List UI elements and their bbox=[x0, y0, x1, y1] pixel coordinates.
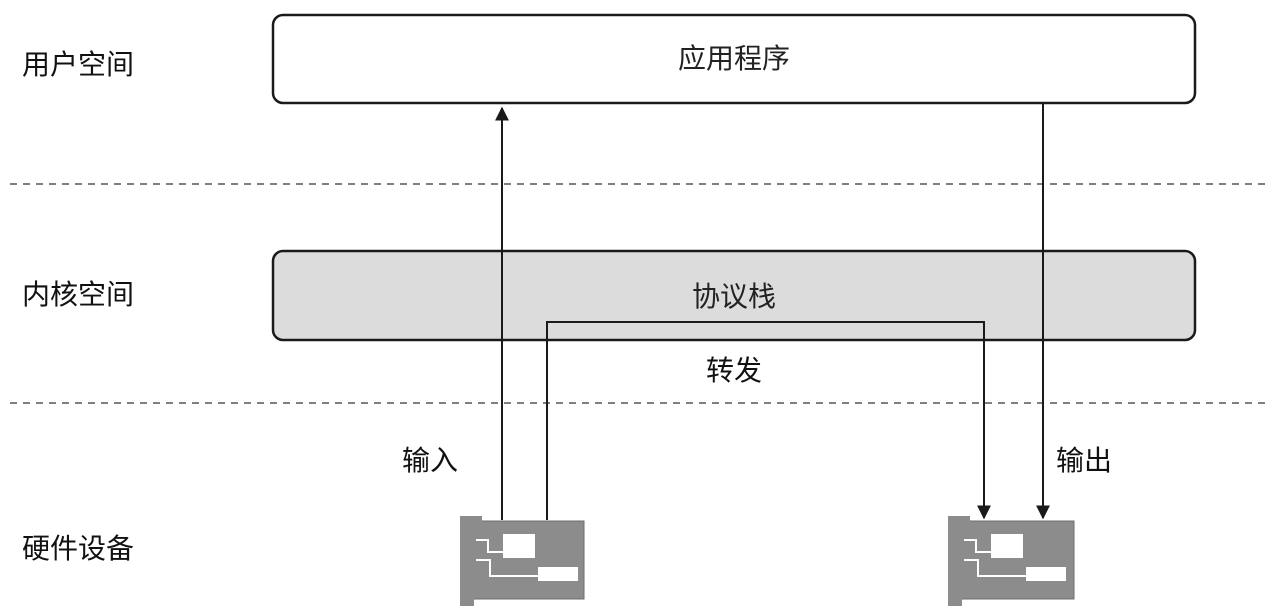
network-card-left-icon bbox=[460, 516, 585, 606]
layer-label-hardware: 硬件设备 bbox=[22, 532, 134, 565]
application-label: 应用程序 bbox=[678, 42, 790, 75]
application-box bbox=[271, 13, 1197, 105]
network-card-right-icon bbox=[948, 516, 1075, 606]
forward-path-arrow bbox=[546, 321, 991, 520]
input-label: 输入 bbox=[402, 444, 458, 477]
layer-label-kernel-space: 内核空间 bbox=[22, 278, 134, 311]
protocol-stack-label: 协议栈 bbox=[692, 280, 776, 313]
output-label: 输出 bbox=[1056, 444, 1112, 477]
protocol-stack-box bbox=[271, 249, 1197, 342]
layer-label-user-space: 用户空间 bbox=[22, 48, 134, 81]
forward-label: 转发 bbox=[706, 354, 762, 387]
